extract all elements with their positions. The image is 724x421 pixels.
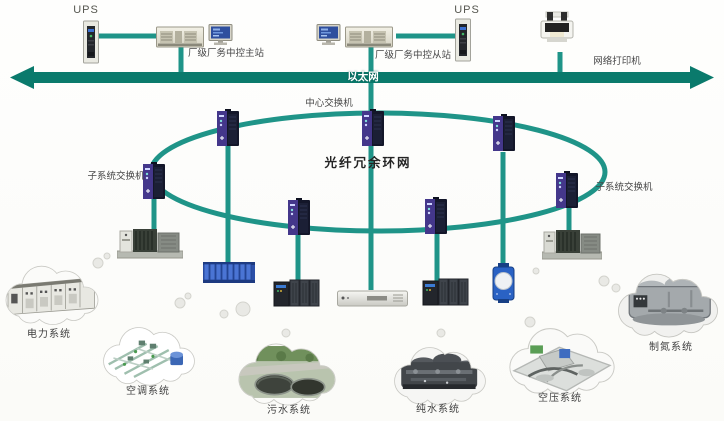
- sewage-system-label: 污水系统: [267, 405, 311, 416]
- server-rack-white-icon: [337, 286, 408, 310]
- ethernet-arrow-right: [690, 66, 714, 89]
- center-switch-icon: [359, 109, 387, 148]
- master-pc-icon: [156, 26, 204, 48]
- sub-switch-left-label: 子系统交换机: [87, 171, 145, 182]
- master-station-label: 厂级厂务中控主站: [187, 48, 265, 59]
- io-rack-blue-icon: [202, 258, 256, 286]
- network-printer-label: 网络打印机: [593, 56, 641, 67]
- ethernet-bus: [10, 66, 714, 89]
- link-lines: [98, 33, 572, 290]
- network-printer-icon: [540, 10, 574, 54]
- ethernet-arrow-left: [10, 66, 34, 89]
- plc-bottom-left-icon: [272, 277, 320, 309]
- ups-left-label: UPS: [73, 4, 99, 16]
- ring-switch-top-left-icon: [214, 109, 242, 148]
- hvac-system-label: 空调系统: [126, 386, 170, 397]
- ups-right-label: UPS: [454, 4, 480, 16]
- plc-right-icon: [541, 226, 603, 261]
- power-system-label: 电力系统: [27, 329, 71, 340]
- air-compressor-system-label: 空压系统: [538, 393, 582, 404]
- sub-switch-right-icon: [553, 171, 581, 210]
- nitrogen-system-cloud: [612, 264, 724, 342]
- power-system-cloud: [0, 256, 104, 330]
- cloud-puffs: [92, 252, 621, 338]
- plc-left-icon: [116, 224, 184, 260]
- ups-right-tower-icon: [455, 18, 471, 62]
- nitrogen-system-label: 制氮系统: [649, 342, 693, 353]
- master-monitor-icon: [208, 24, 233, 46]
- slave-station-label: 厂级厂务中控从站: [374, 50, 452, 61]
- ring-switch-bottom-left-icon: [285, 198, 313, 237]
- plc-bottom-right-icon: [421, 276, 469, 308]
- sub-switch-right-label: 子系统交换机: [595, 182, 653, 193]
- sewage-system-cloud: [228, 336, 346, 408]
- ethernet-label: 以太网: [347, 71, 379, 83]
- hvac-system-cloud: [95, 320, 203, 388]
- air-compressor-system-cloud: [503, 320, 621, 398]
- pure-water-system-label: 纯水系统: [416, 404, 460, 415]
- slave-monitor-icon: [316, 24, 341, 46]
- ring-switch-bottom-right-icon: [422, 197, 450, 236]
- slave-pc-icon: [345, 26, 393, 48]
- ups-left-tower-icon: [83, 20, 99, 64]
- fiber-ring-label: 光纤冗余环网: [324, 156, 412, 170]
- io-module-blue-icon: [489, 262, 518, 305]
- pure-water-system-cloud: [383, 340, 497, 408]
- center-switch-label: 中心交换机: [305, 98, 353, 109]
- sub-switch-left-icon: [140, 162, 168, 201]
- ring-switch-top-right-icon: [490, 114, 518, 153]
